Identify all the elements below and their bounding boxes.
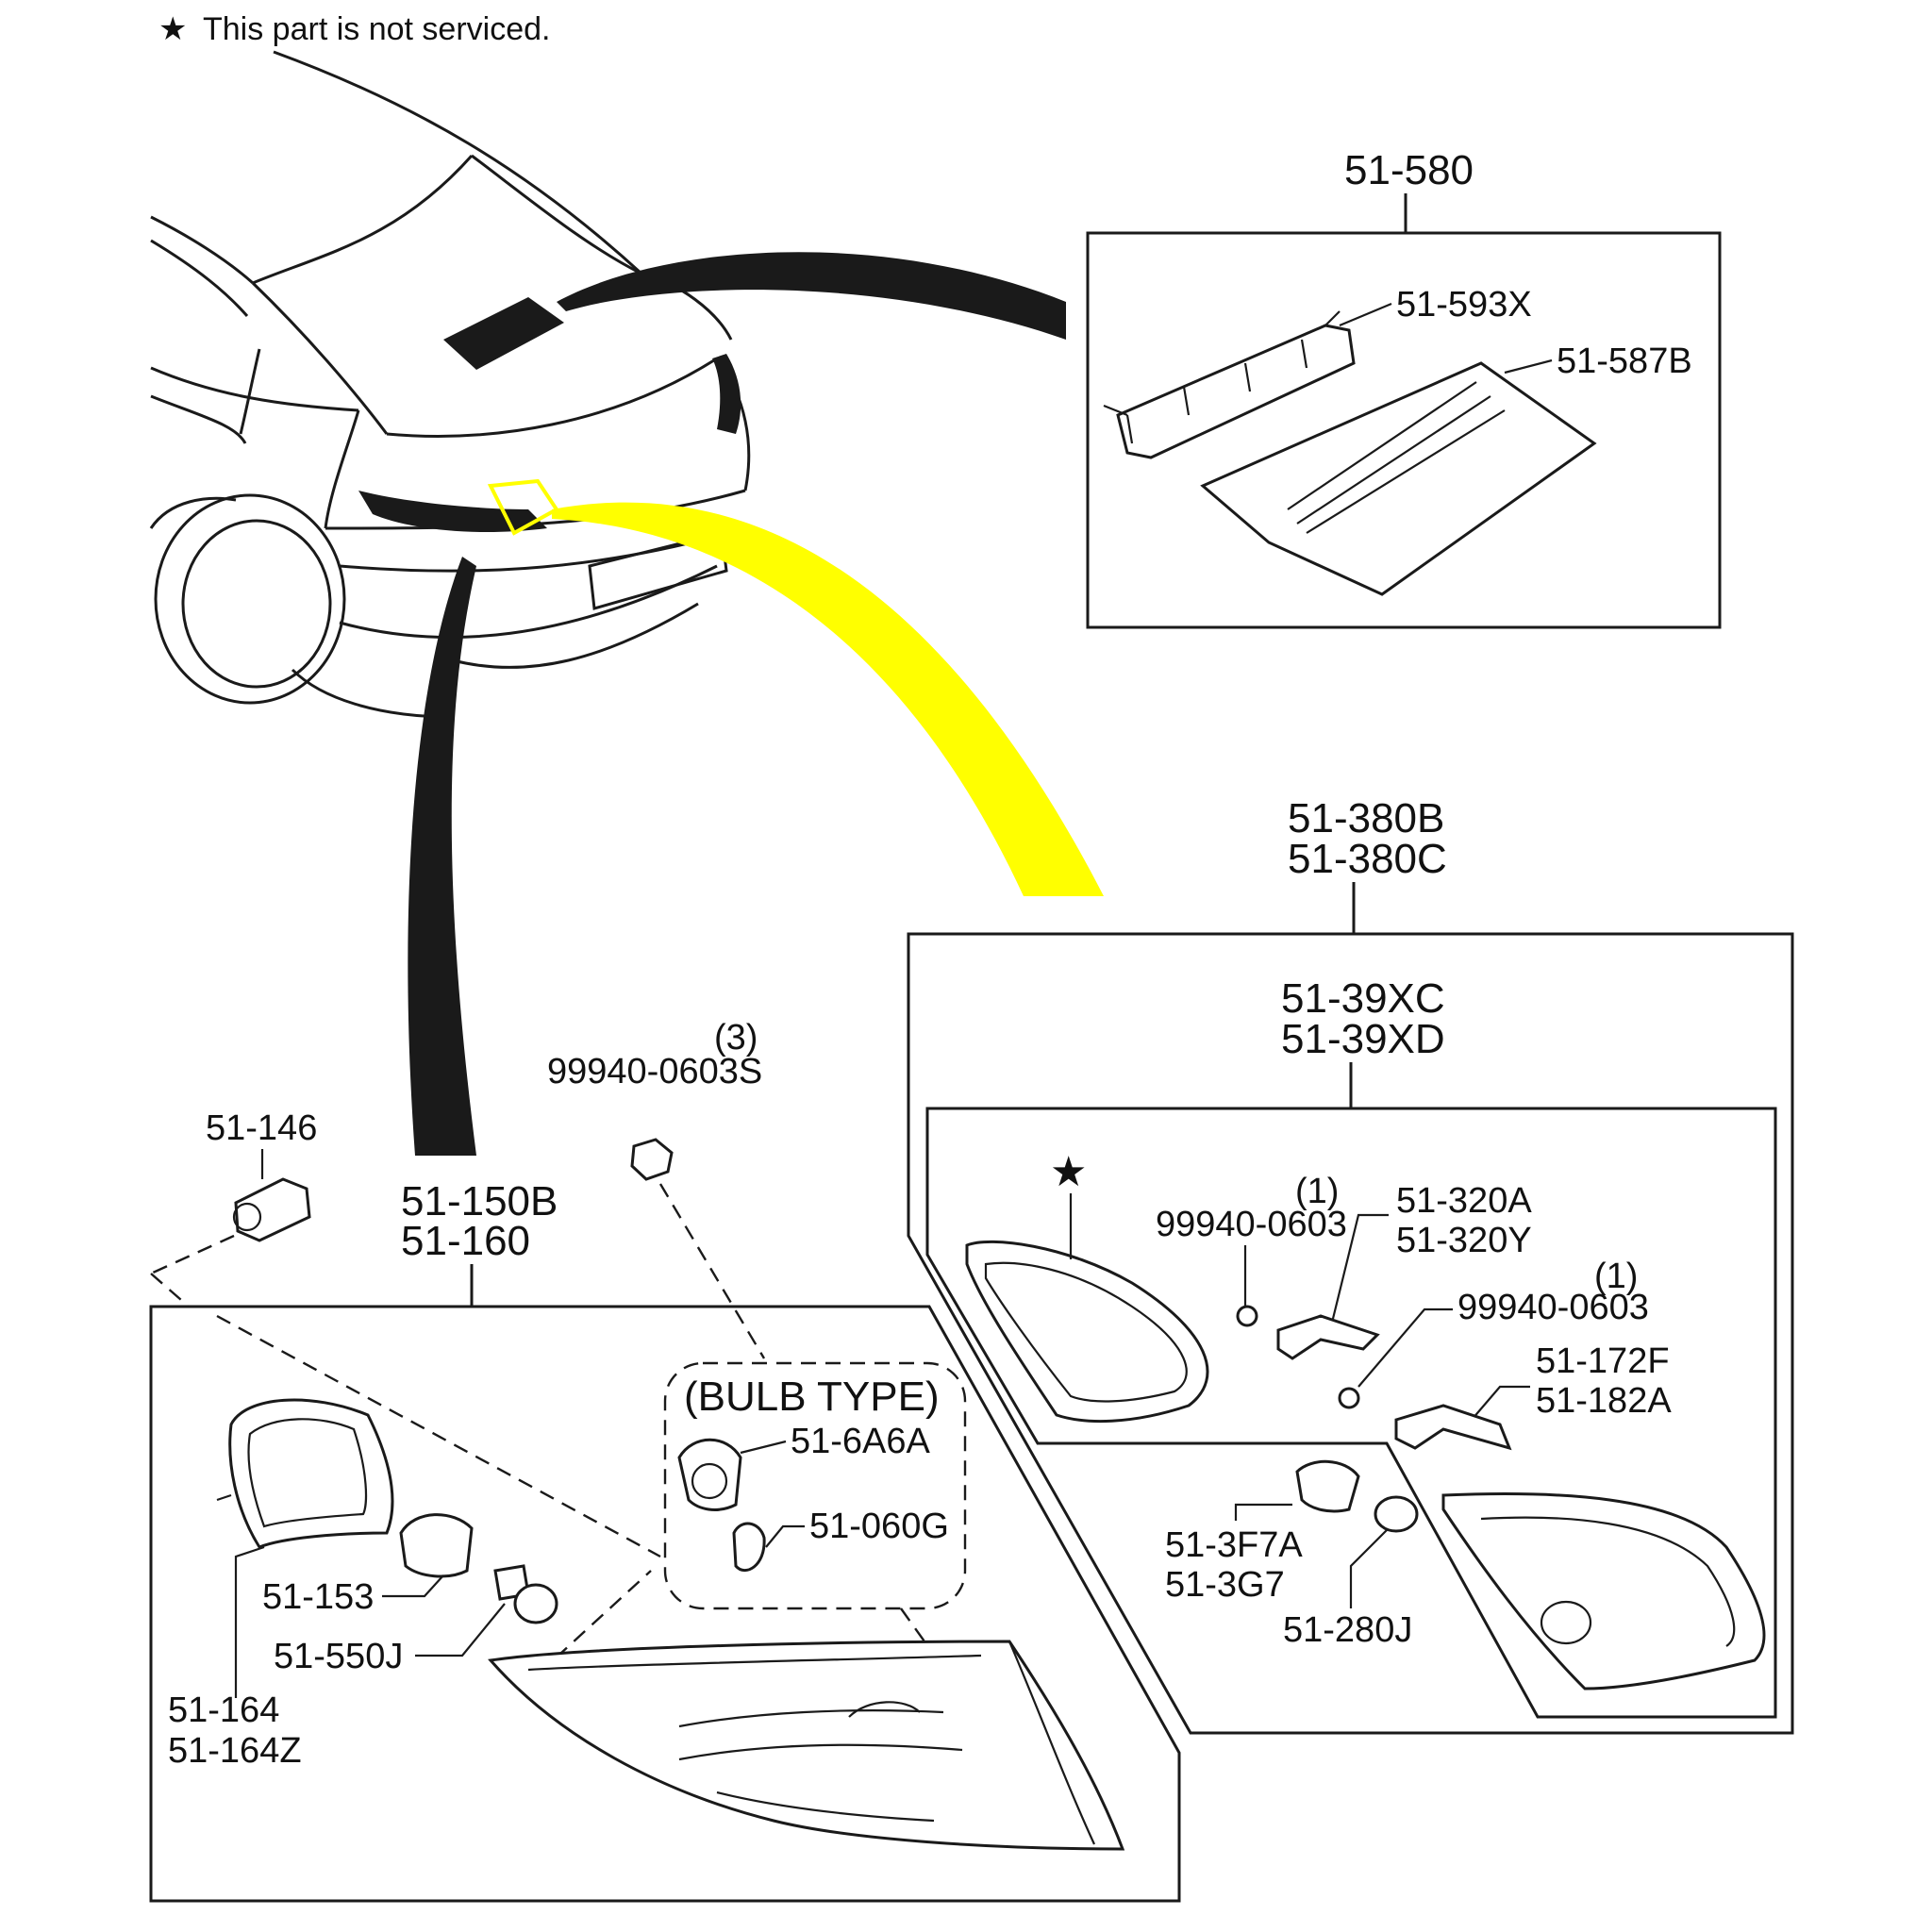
part-51-153: [399, 1513, 474, 1578]
label-51-280J: 51-280J: [1283, 1610, 1412, 1650]
connector-sweep-left: [408, 557, 476, 1156]
label-51-39XD: 51-39XD: [1281, 1016, 1445, 1062]
label-51-172F: 51-172F: [1536, 1341, 1670, 1381]
rear-combination-lamp-location: [358, 491, 547, 533]
label-51-182A: 51-182A: [1536, 1381, 1672, 1421]
part-nut-s: [630, 1138, 674, 1181]
label-qty-c: (3): [714, 1018, 758, 1058]
part-nut-a: [1236, 1305, 1258, 1327]
part-51-3F7A: [1295, 1459, 1360, 1513]
connector-sweep-highlight: [552, 502, 1104, 896]
label-51-6A6A: 51-6A6A: [791, 1422, 931, 1461]
label-99940-0603S: 99940-0603S: [547, 1052, 762, 1091]
label-99940-0603-a: 99940-0603: [1156, 1205, 1347, 1244]
label-51-380B: 51-380B: [1288, 795, 1444, 841]
high-mount-lamp-location: [443, 297, 564, 370]
high-mount-stop-lamp-group: 51-580 51-593X 51-587B: [1086, 147, 1722, 629]
label-51-587B: 51-587B: [1557, 341, 1692, 381]
label-qty-a: (1): [1295, 1172, 1339, 1211]
label-51-3F7A: 51-3F7A: [1165, 1525, 1303, 1565]
part-51-587B: [1200, 361, 1597, 596]
not-serviced-note: ★ This part is not serviced.: [158, 11, 550, 47]
bulb-type-group: [663, 1361, 967, 1610]
car-rear-illustration: [149, 50, 751, 719]
part-51-146: [234, 1177, 311, 1242]
star-marker: ★: [1050, 1149, 1087, 1195]
box-51-150B: [149, 1305, 1181, 1903]
label-99940-0603-b: 99940-0603: [1457, 1288, 1649, 1327]
part-51-164: [228, 1398, 394, 1549]
label-51-320A: 51-320A: [1396, 1181, 1532, 1221]
part-51-280J: [1374, 1495, 1419, 1533]
note-text: This part is not serviced.: [203, 11, 550, 47]
label-51-380C: 51-380C: [1288, 836, 1447, 882]
part-51-320: [1276, 1314, 1380, 1360]
label-51-164: 51-164: [168, 1690, 279, 1730]
label-51-164Z: 51-164Z: [168, 1731, 302, 1771]
label-51-146: 51-146: [206, 1108, 317, 1148]
label-51-153: 51-153: [262, 1577, 374, 1617]
part-nut-b: [1338, 1387, 1360, 1409]
label-51-580: 51-580: [1344, 147, 1474, 193]
rear-combination-lamp-group: (3) 99940-0603S 51-146 51-150B 51-160 (B…: [149, 1018, 1181, 1903]
connector-sweep-top: [557, 252, 1066, 340]
box-51-580: [1086, 231, 1722, 629]
label-51-39XC: 51-39XC: [1281, 975, 1445, 1022]
part-51-6A6A: [677, 1438, 742, 1511]
label-51-060G: 51-060G: [809, 1507, 949, 1546]
part-inner-lamp-lens: [1441, 1492, 1766, 1690]
box-51-380: [907, 932, 1794, 1735]
part-51-060G: [732, 1522, 766, 1573]
label-51-150B: 51-150B: [401, 1178, 558, 1224]
label-51-3G7: 51-3G7: [1165, 1565, 1285, 1605]
label-51-160: 51-160: [401, 1218, 530, 1264]
inner-lamp-group: 51-380B 51-380C 51-39XC 51-39XD ★ (1) 99…: [907, 795, 1794, 1735]
part-gasket: [965, 1240, 1209, 1424]
label-51-593X: 51-593X: [1396, 285, 1532, 325]
label-51-320Y: 51-320Y: [1396, 1221, 1532, 1260]
note-star: ★: [158, 11, 187, 47]
label-bulb-type: (BULB TYPE): [684, 1374, 940, 1420]
box-51-39X: [925, 1107, 1777, 1719]
label-qty-b: (1): [1594, 1257, 1638, 1296]
part-51-550J: [513, 1583, 558, 1624]
label-51-550J: 51-550J: [274, 1637, 403, 1676]
part-51-172F: [1394, 1404, 1512, 1451]
